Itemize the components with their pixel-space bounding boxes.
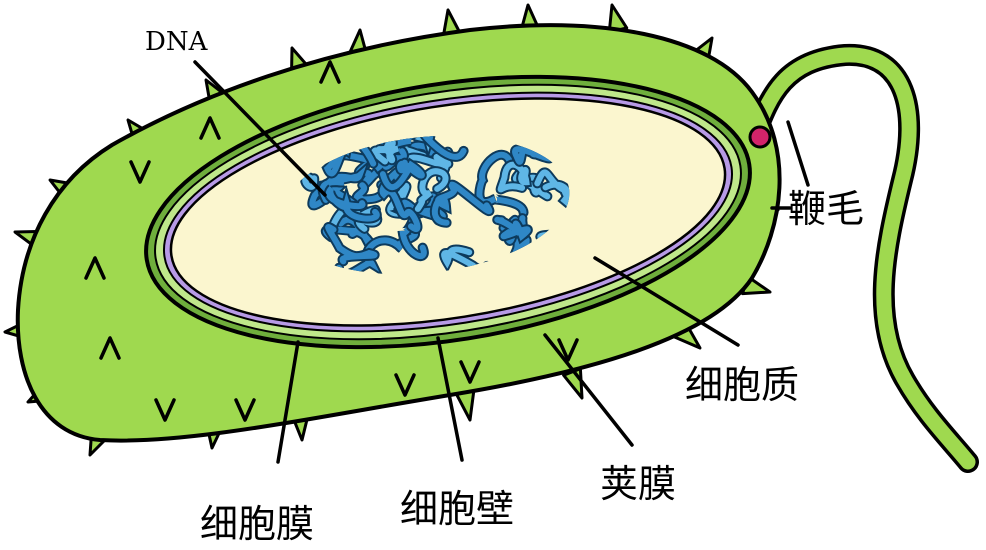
label-cell-membrane: 细胞膜 xyxy=(200,502,314,546)
leader-cytoplasm xyxy=(593,256,740,347)
dna-strand xyxy=(497,161,530,193)
leader-lines xyxy=(193,60,810,464)
leader-dna xyxy=(193,60,327,197)
capsule-mark xyxy=(394,373,416,397)
leader-cell-wall xyxy=(436,336,464,462)
dna-strand xyxy=(371,138,400,165)
flagellum xyxy=(744,43,979,473)
capsule-mark xyxy=(199,116,221,140)
flagellum-basal-body xyxy=(748,125,772,149)
leader-flagellum xyxy=(786,120,810,187)
capsule-mark xyxy=(459,360,481,384)
capsule-mark xyxy=(557,338,579,362)
leader-cell-membrane xyxy=(276,340,300,464)
capsule-marks xyxy=(84,60,579,422)
label-capsule: 荚膜 xyxy=(600,462,676,506)
capsule-mark xyxy=(319,60,341,84)
dna-strand xyxy=(379,159,425,191)
capsule-mark xyxy=(129,160,151,184)
label-cell-wall: 细胞壁 xyxy=(400,487,514,531)
capsule-mark xyxy=(154,398,176,422)
dna-strand xyxy=(325,224,378,265)
label-dna: DNA xyxy=(145,27,209,57)
label-flagellum: 鞭毛 xyxy=(788,187,864,231)
dna-strand xyxy=(494,216,531,241)
leader-capsule xyxy=(543,333,634,447)
dna-strand xyxy=(325,185,380,222)
dna-strand xyxy=(414,168,449,212)
dna-strand xyxy=(432,181,493,226)
capsule-mark xyxy=(234,398,256,422)
label-cytoplasm: 细胞质 xyxy=(685,363,799,407)
dna-strand xyxy=(319,165,367,203)
dna-strand xyxy=(476,151,527,216)
capsule-mark xyxy=(99,336,121,360)
capsule-mark xyxy=(84,256,106,280)
